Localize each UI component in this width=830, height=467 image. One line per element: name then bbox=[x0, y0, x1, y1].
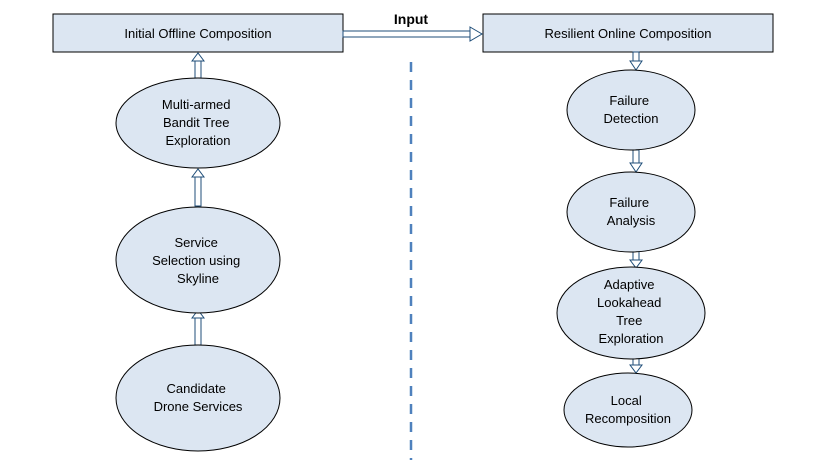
left-arrow-3 bbox=[191, 309, 205, 346]
node-service-selection bbox=[115, 206, 281, 314]
node-candidate-drone-services-label: Candidate Drone Services bbox=[154, 381, 243, 414]
right-arrow-2 bbox=[629, 149, 643, 173]
node-multi-armed-bandit bbox=[115, 77, 281, 169]
node-adaptive-lookahead bbox=[556, 266, 706, 360]
node-candidate-drone-services bbox=[115, 344, 281, 452]
node-service-selection-label: Service Selection using Skyline bbox=[152, 235, 244, 286]
online-composition-box bbox=[482, 13, 774, 53]
right-arrow-1 bbox=[629, 51, 643, 71]
node-local-recomposition bbox=[563, 372, 693, 448]
node-failure-detection bbox=[566, 69, 696, 151]
input-label: Input bbox=[394, 11, 429, 27]
offline-composition-box bbox=[52, 13, 344, 53]
node-multi-armed-bandit-label: Multi-armed Bandit Tree Exploration bbox=[162, 97, 234, 148]
right-arrow-4 bbox=[629, 357, 643, 374]
node-failure-analysis bbox=[566, 171, 696, 253]
node-adaptive-lookahead-label: Adaptive Lookahead Tree Exploration bbox=[597, 277, 665, 346]
node-local-recomposition-label: Local Recomposition bbox=[585, 393, 671, 426]
left-arrow-1 bbox=[191, 52, 205, 79]
online-composition-label: Resilient Online Composition bbox=[545, 26, 712, 41]
node-failure-analysis-label: Failure Analysis bbox=[607, 195, 656, 228]
right-arrow-3 bbox=[629, 250, 643, 269]
node-failure-detection-label: Failure Detection bbox=[604, 93, 659, 126]
input-arrow bbox=[342, 26, 483, 42]
left-arrow-2 bbox=[191, 168, 205, 207]
offline-composition-label: Initial Offline Composition bbox=[124, 26, 271, 41]
